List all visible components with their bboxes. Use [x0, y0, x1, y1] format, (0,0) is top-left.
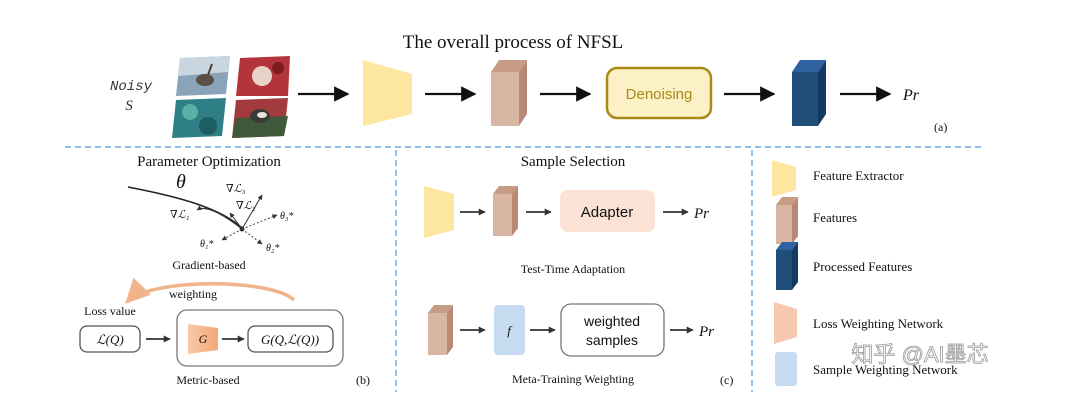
panel-a-tag: (a): [934, 120, 947, 134]
legend-label-features: Features: [813, 210, 857, 225]
sample-image-red: [236, 56, 290, 96]
output-pr: Pr: [902, 87, 920, 104]
weighting-arc: [125, 277, 296, 304]
mtw-features-block: [428, 305, 453, 355]
legend-item-processed-features: Processed Features: [776, 242, 912, 290]
adapter-label: Adapter: [581, 204, 634, 221]
metric-based-caption: Metric-based: [176, 373, 239, 387]
gradient-l1-arrow: [196, 205, 243, 230]
panel-c-title: Sample Selection: [521, 154, 626, 170]
panel-a: Noisy S: [110, 56, 947, 138]
tta-feature-extractor: [424, 186, 454, 238]
optimum-2-label: θ₂*: [266, 243, 279, 254]
features-block: [491, 60, 527, 126]
legend-swatch-processed-features: [776, 250, 792, 290]
processed-features-block: [792, 60, 826, 126]
gradient-l1-label: ∇ℒ₁: [170, 209, 190, 221]
legend: Feature Extractor Features Processed Fea…: [772, 160, 958, 386]
legend-swatch-feature-extractor: [772, 160, 796, 197]
noisy-set-symbol: S: [125, 98, 133, 114]
mtw-output-pr: Pr: [698, 324, 714, 340]
tta-output-pr: Pr: [693, 206, 709, 222]
legend-label-feature-extractor: Feature Extractor: [813, 168, 904, 183]
gradient-l2-label: ∇ℒ₂: [236, 200, 256, 212]
gradient-l3-label: ∇ℒ₃: [226, 183, 246, 195]
optimum-1-arrow: [221, 228, 243, 241]
sample-image-bird: [176, 56, 230, 96]
watermark: 知乎 @AI墨芯: [851, 342, 988, 367]
tta-caption: Test-Time Adaptation: [521, 262, 625, 276]
weighted-samples-box: [560, 303, 665, 357]
panel-b: Parameter Optimization θ ∇ℒ₃ ∇ℒ₂ ∇ℒ₁ θ₃*…: [79, 154, 370, 387]
panel-b-tag: (b): [356, 373, 370, 387]
optimization-path: [127, 186, 243, 229]
weighted-label: weighted: [583, 313, 640, 329]
mtw-caption: Meta-Training Weighting: [512, 372, 634, 386]
legend-label-sample-weighting-network: Sample Weighting Network: [813, 362, 958, 377]
legend-swatch-features: [776, 205, 792, 244]
legend-item-loss-weighting-network: Loss Weighting Network: [774, 302, 944, 344]
legend-item-feature-extractor: Feature Extractor: [772, 160, 904, 197]
legend-label-loss-weighting-network: Loss Weighting Network: [813, 316, 944, 331]
optimum-3-label: θ₃*: [280, 211, 293, 222]
g-label: G: [199, 332, 208, 346]
denoising-label: Denoising: [626, 86, 693, 103]
loss-weighting-network-g: [188, 324, 218, 354]
noisy-label: Noisy: [110, 79, 153, 95]
tta-features-block: [493, 186, 518, 236]
weighting-label: weighting: [169, 287, 217, 301]
legend-label-processed-features: Processed Features: [813, 259, 912, 274]
legend-item-features: Features: [776, 197, 857, 244]
panel-c-tag: (c): [720, 373, 733, 387]
legend-item-sample-weighting-network: Sample Weighting Network: [775, 352, 958, 386]
g-output-box: [247, 325, 334, 353]
g-output-label: G(Q,ℒ(Q)): [261, 332, 319, 347]
panel-dividers: [65, 146, 985, 392]
loss-box: [79, 325, 141, 353]
panel-b-title: Parameter Optimization: [137, 154, 281, 170]
legend-swatch-loss-weighting-network: [774, 302, 797, 344]
adapter-box: [560, 190, 655, 232]
theta-label: θ: [176, 171, 186, 193]
samples-label: samples: [586, 332, 638, 348]
denoising-box: [605, 66, 713, 120]
optimum-3-arrow: [241, 214, 278, 230]
gradient-based-caption: Gradient-based: [172, 258, 245, 272]
noisy-sample-images: [172, 56, 290, 138]
loss-value-label: Loss value: [84, 304, 136, 318]
sample-image-green: [172, 98, 226, 138]
panel-c: Sample Selection Adapter Pr Test-Time Ad…: [424, 154, 733, 387]
feature-extractor-trapezoid: [363, 60, 412, 126]
diagram-title: The overall process of NFSL: [403, 32, 624, 53]
sample-image-bird-on-red: [232, 98, 288, 138]
gradient-l3-arrow: [241, 194, 263, 230]
f-label: f: [507, 323, 513, 338]
loss-box-label: ℒ(Q): [96, 332, 123, 347]
sample-weighting-network-f: [494, 305, 525, 355]
optimum-1-label: θ₁*: [200, 239, 213, 250]
legend-swatch-sample-weighting-network: [775, 352, 797, 386]
gradient-l2-arrow: [229, 212, 243, 230]
optimum-2-arrow: [241, 228, 263, 245]
